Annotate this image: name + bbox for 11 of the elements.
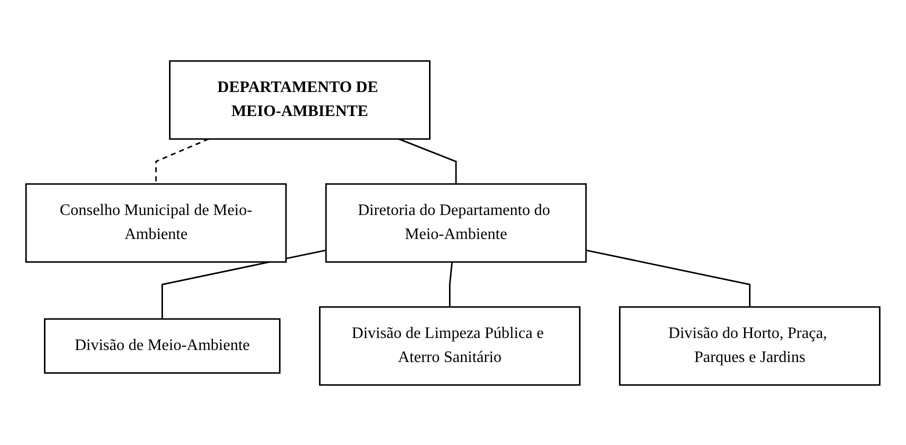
connector: [449, 261, 453, 306]
connector: [398, 138, 457, 184]
connector: [586, 248, 751, 306]
node-box: Divisão do Horto, Praça, Parques e Jardins: [619, 306, 881, 386]
node-box: Conselho Municipal de Meio-Ambiente: [25, 182, 287, 262]
node-box: DEPARTAMENTO DE MEIO-AMBIENTE: [169, 60, 431, 140]
node-box: Divisão de Meio-Ambiente: [44, 318, 281, 374]
node-box: Divisão de Limpeza Pública e Aterro Sanitário: [319, 306, 581, 386]
connector: [155, 138, 210, 184]
node-box: Diretoria do Departamento do Meio-Ambiente: [325, 182, 587, 262]
connector: [162, 248, 326, 318]
